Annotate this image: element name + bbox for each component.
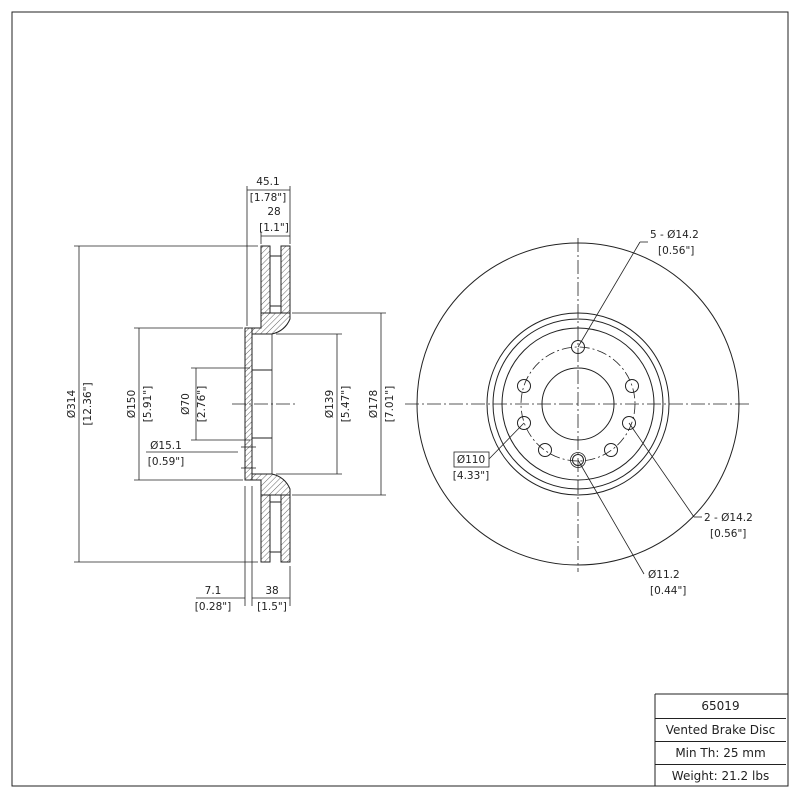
bolt-hole [517,416,531,430]
center-bore-mm: Ø70 [180,393,192,415]
disc-thickness-mm: 28 [267,206,280,218]
friction-inner-in: [7.01"] [384,386,396,422]
bolt-hole [604,443,618,457]
inner-diameter-in: [5.47"] [340,386,352,422]
front-view: 5 - Ø14.2 [0.56"] 2 - Ø14.2 [0.56"] Ø110… [405,229,753,597]
part-description: Vented Brake Disc [655,718,786,740]
bolt-hole [571,340,585,354]
min-thickness: Min Th: 25 mm [655,741,786,763]
locator-hole-in: [0.44"] [650,585,686,597]
hat-height-mm: 38 [265,585,278,597]
pitch-circle [520,346,636,462]
overall-width-in: [1.78"] [250,192,286,204]
bolt-holes-primary-in: [0.56"] [658,245,694,257]
bolt-hole [625,379,639,393]
bolt-hole [538,443,552,457]
inner-diameter-mm: Ø139 [324,390,336,418]
locator-hole-mm: Ø11.2 [648,569,680,581]
hat-height-in: [1.5"] [257,601,287,613]
upper-hat-neck [251,312,291,335]
bolt-holes-primary-mm: 5 - Ø14.2 [650,229,699,241]
friction-inner-circle [492,318,664,490]
center-bore-circle [541,367,615,441]
overall-width-mm: 45.1 [256,176,279,188]
lower-rotor-plate-right [280,494,291,563]
pitch-circle-in: [4.33"] [453,470,489,482]
pitch-circle-label-box [453,451,490,468]
bolt-hole [517,379,531,393]
section-view: 45.1 [1.78"] 28 [1.1"] Ø314 [12.36"] Ø15… [66,176,396,613]
hole-depth-mm: Ø15.1 [150,440,182,452]
lower-hat-neck [251,473,291,496]
hat-diameter-mm: Ø150 [126,390,138,418]
locator-hole-counterbore [570,452,586,468]
hat-thickness-in: [0.28"] [195,601,231,613]
bolt-holes-secondary-mm: 2 - Ø14.2 [704,512,753,524]
pitch-circle-mm: Ø110 [457,454,485,466]
hole-depth-in: [0.59"] [148,456,184,468]
disc-thickness-in: [1.1"] [259,222,289,234]
outer-diameter-in: [12.36"] [82,382,94,425]
weight: Weight: 21.2 lbs [655,764,786,786]
bolt-hole [622,416,636,430]
locator-hole [572,454,584,466]
center-bore-in: [2.76"] [196,386,208,422]
bolt-holes-secondary-in: [0.56"] [710,528,746,540]
upper-rotor-plate-left [260,245,271,314]
part-number: 65019 [701,699,740,713]
outer-diameter-mm: Ø314 [66,390,78,419]
friction-inner-circle-outer [486,312,670,496]
hat-thickness-mm: 7.1 [205,585,222,597]
upper-rotor-plate-right [280,245,291,314]
friction-inner-mm: Ø178 [368,390,380,418]
hat-circle [501,327,655,481]
lower-rotor-plate-left [260,494,271,563]
hat-diameter-in: [5.91"] [142,386,154,422]
outer-edge-circle [416,242,740,566]
drawing-frame [11,11,789,787]
